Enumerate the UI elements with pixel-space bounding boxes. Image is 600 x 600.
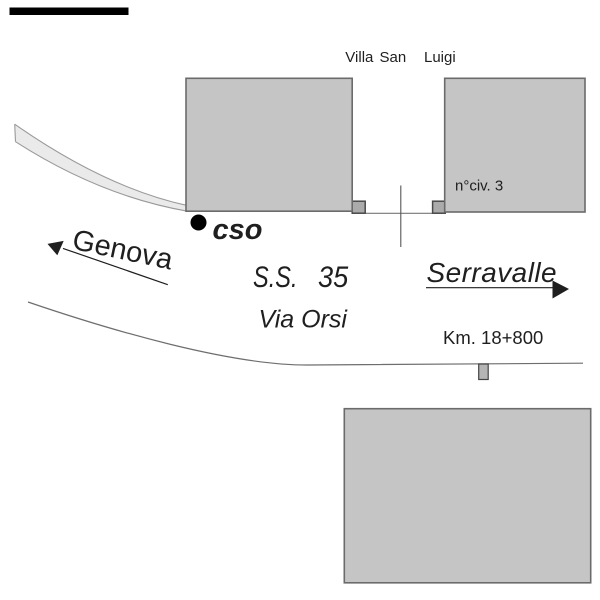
svg-text:Km. 18+800: Km. 18+800: [443, 327, 543, 348]
svg-text:Luigi: Luigi: [424, 49, 456, 66]
svg-text:35: 35: [318, 261, 349, 294]
svg-text:Serravalle: Serravalle: [427, 257, 558, 288]
svg-text:Villa: Villa: [345, 49, 374, 66]
svg-text:Via Orsi: Via Orsi: [259, 306, 349, 334]
svg-text:n°civ. 3: n°civ. 3: [455, 178, 503, 195]
svg-text:S.S.: S.S.: [253, 261, 298, 294]
svg-text:San: San: [380, 49, 407, 66]
svg-text:cso: cso: [213, 214, 263, 246]
